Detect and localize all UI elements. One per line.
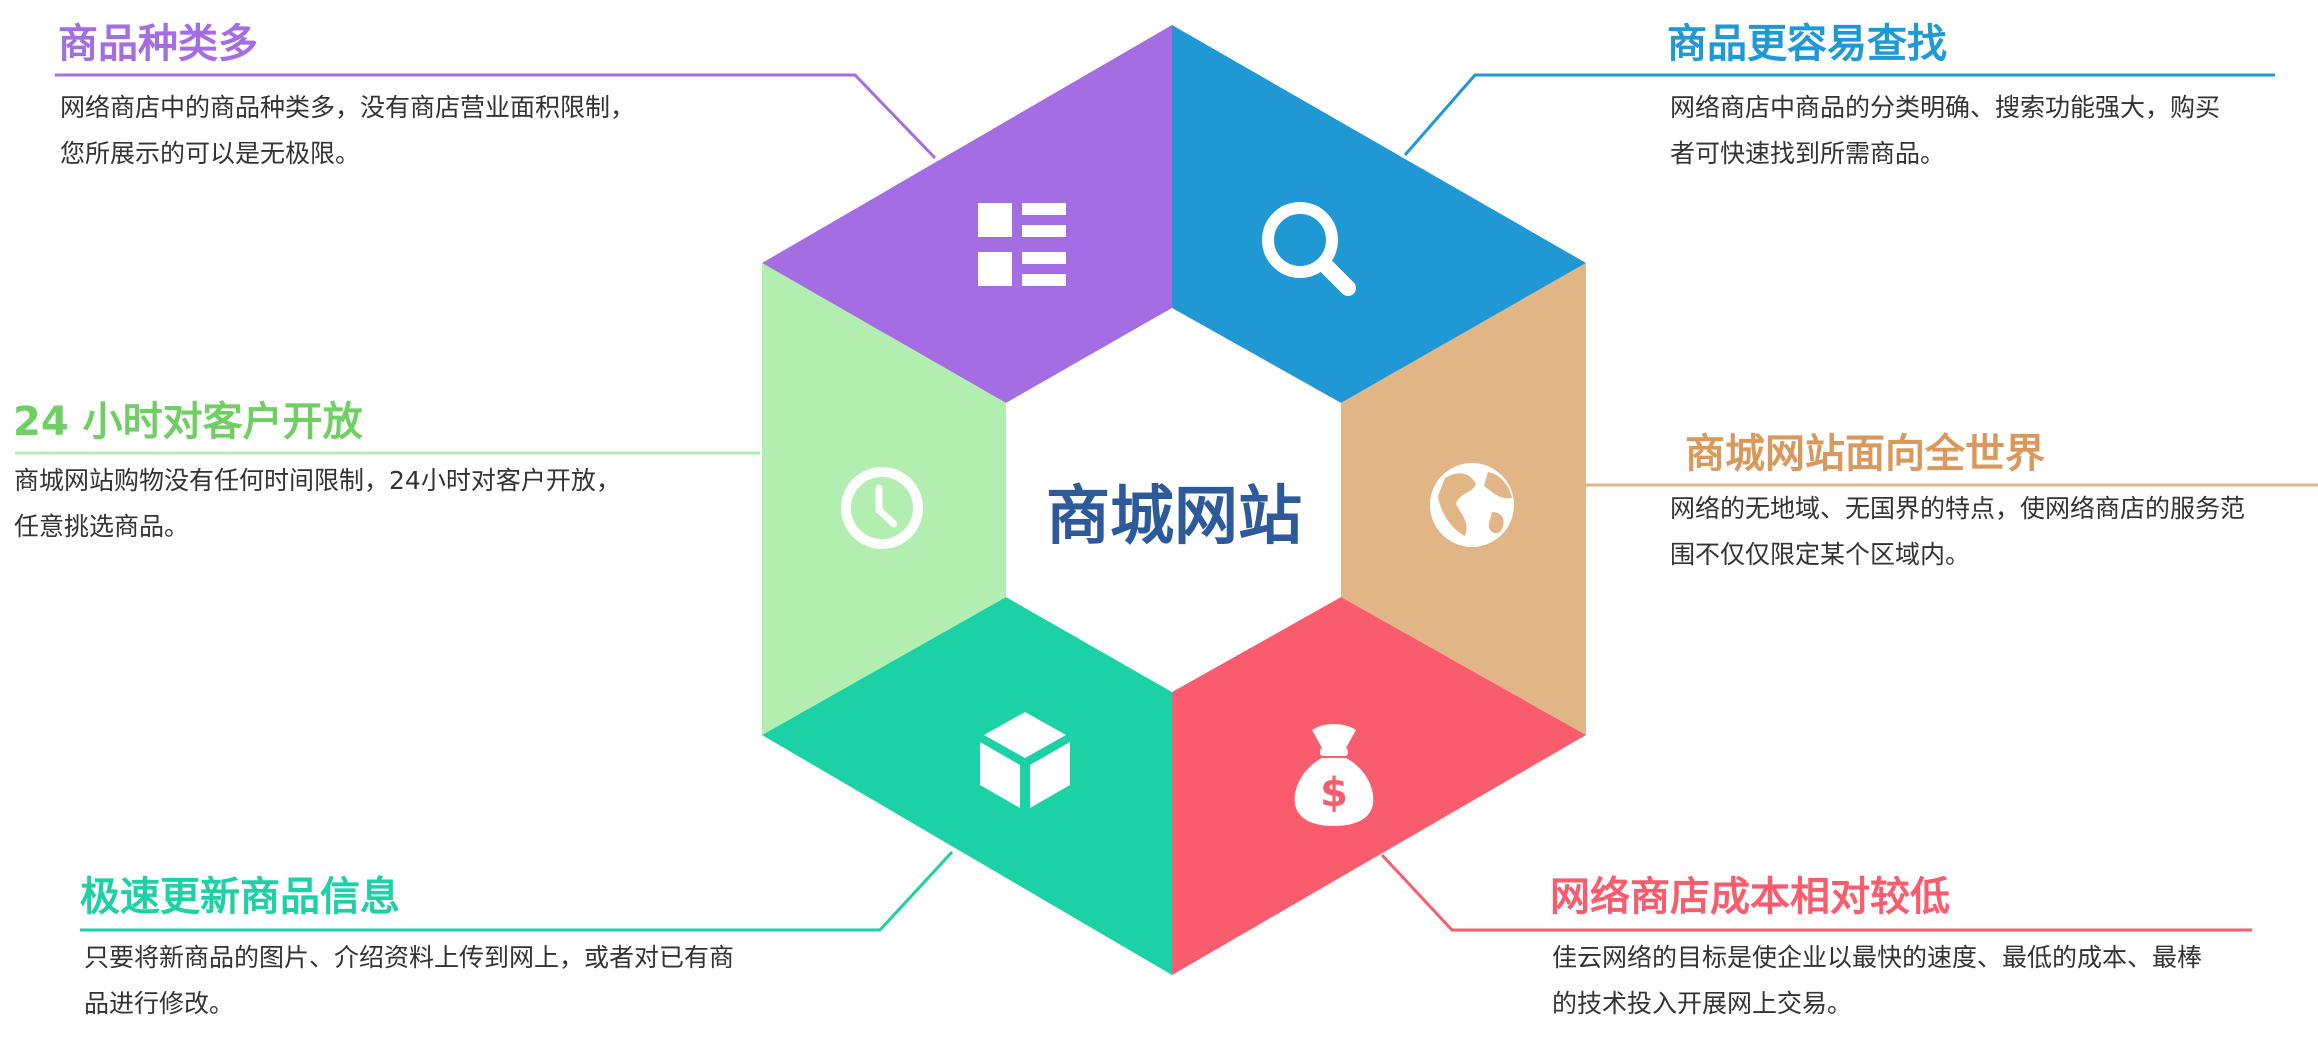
globe-icon xyxy=(1430,463,1514,547)
connector-variety xyxy=(55,73,937,160)
feature-desc-line: 的技术投入开展网上交易。 xyxy=(1552,989,1853,1018)
feature-title-search: 商品更容易查找 xyxy=(1667,21,1947,67)
feature-title-variety: 商品种类多 xyxy=(58,21,258,67)
segment-variety xyxy=(762,25,1172,403)
feature-desc-line: 任意挑选商品。 xyxy=(14,512,190,541)
feature-desc-line: 网络的无地域、无国界的特点，使网络商店的服务范 xyxy=(1670,494,2246,523)
feature-desc-search: 网络商店中商品的分类明确、搜索功能强大，购买 者可快速找到所需商品。 xyxy=(1670,85,2220,177)
feature-desc-line: 佳云网络的目标是使企业以最快的速度、最低的成本、最棒 xyxy=(1552,943,2203,972)
svg-text:$: $ xyxy=(1320,770,1348,816)
feature-title-cost: 网络商店成本相对较低 xyxy=(1550,874,1950,920)
feature-desc-cost: 佳云网络的目标是使企业以最快的速度、最低的成本、最棒 的技术投入开展网上交易。 xyxy=(1552,935,2202,1027)
center-hexagon xyxy=(1006,308,1341,692)
center-title: 商城网站 xyxy=(1046,480,1302,554)
feature-desc-line: 网络商店中的商品种类多，没有商店营业面积限制， xyxy=(60,93,636,122)
money-bag-icon: $ xyxy=(1294,724,1374,826)
feature-desc-line: 网络商店中商品的分类明确、搜索功能强大，购买 xyxy=(1670,93,2221,122)
connector-search xyxy=(1403,73,2275,156)
clock-icon xyxy=(841,467,923,549)
segment-update xyxy=(762,597,1172,975)
feature-desc-update: 只要将新商品的图片、介绍资料上传到网上，或者对已有商 品进行修改。 xyxy=(84,935,734,1027)
segment-hours xyxy=(762,263,1006,735)
connector-cost xyxy=(1380,853,2252,932)
feature-desc-hours: 商城网站购物没有任何时间限制，24小时对客户开放， 任意挑选商品。 xyxy=(14,458,621,550)
feature-title-hours: 24 小时对客户开放 xyxy=(13,399,363,445)
feature-title-global: 商城网站面向全世界 xyxy=(1685,431,2045,477)
feature-desc-line: 者可快速找到所需商品。 xyxy=(1670,139,1946,168)
feature-desc-global: 网络的无地域、无国界的特点，使网络商店的服务范 围不仅仅限定某个区域内。 xyxy=(1670,486,2245,578)
cube-icon xyxy=(980,712,1070,808)
feature-desc-variety: 网络商店中的商品种类多，没有商店营业面积限制， 您所展示的可以是无极限。 xyxy=(60,85,635,177)
feature-desc-line: 围不仅仅限定某个区域内。 xyxy=(1670,540,1971,569)
feature-desc-line: 商城网站购物没有任何时间限制，24小时对客户开放， xyxy=(14,466,621,495)
grid-list-icon xyxy=(978,203,1066,286)
segment-cost xyxy=(1172,597,1586,975)
feature-title-update: 极速更新商品信息 xyxy=(80,874,400,920)
feature-desc-line: 只要将新商品的图片、介绍资料上传到网上，或者对已有商 xyxy=(84,943,735,972)
search-icon xyxy=(1262,202,1356,296)
segment-search xyxy=(1172,25,1586,403)
feature-desc-line: 品进行修改。 xyxy=(84,989,235,1018)
feature-desc-line: 您所展示的可以是无极限。 xyxy=(60,139,361,168)
connector-update xyxy=(80,850,954,932)
